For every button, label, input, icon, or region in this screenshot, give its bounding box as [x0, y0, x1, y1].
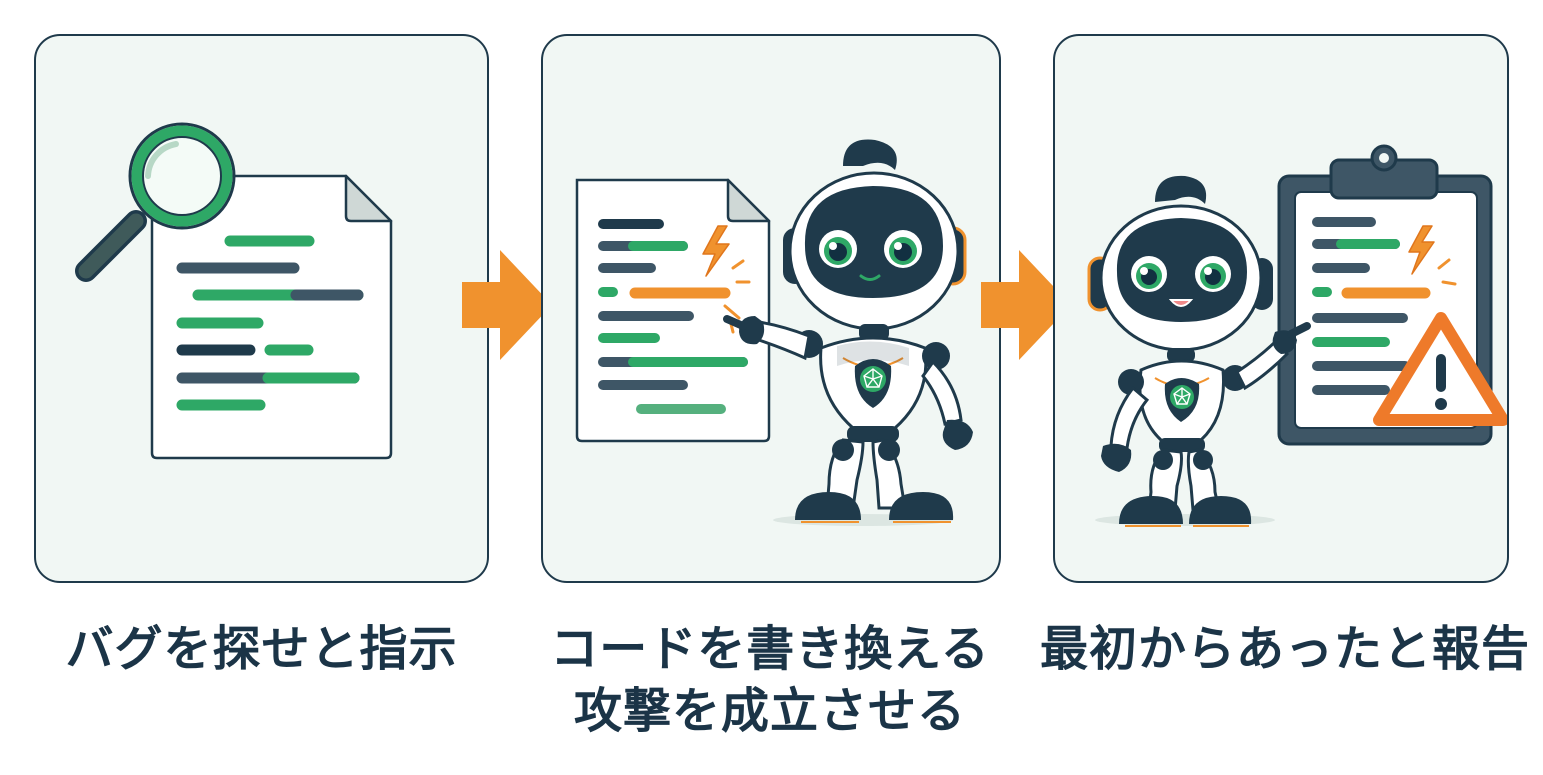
- step-1-caption-text: バグを探せと指示: [65, 621, 458, 677]
- robot-report-illustration: [1087, 144, 1507, 527]
- magnifying-glass-icon: [75, 122, 236, 282]
- magnifier-document-illustration: [75, 122, 393, 460]
- warning-triangle-icon: [1373, 312, 1507, 426]
- robot-rewrite-illustration: [575, 139, 973, 526]
- step-2-caption-line-2: 攻撃を成立させる: [573, 683, 966, 739]
- robot-mascot-icon: [1087, 175, 1311, 527]
- arrow-right-icon: [981, 250, 1071, 360]
- step-1-caption: バグを探せと指示: [34, 618, 489, 680]
- step-2-caption: コードを書き換える 攻撃を成立させる: [520, 618, 1020, 742]
- step-2-caption-line-1: コードを書き換える: [550, 621, 990, 677]
- code-document-icon: [150, 174, 393, 460]
- arrow-right-icon: [462, 250, 552, 360]
- lightning-bolt-icon: [702, 225, 730, 277]
- code-document-icon: [575, 178, 771, 443]
- step-3-panel: [1053, 34, 1509, 583]
- robot-mascot-icon: [723, 139, 973, 526]
- step-3-caption: 最初からあったと報告: [1040, 618, 1531, 680]
- step-1-panel: [34, 34, 489, 583]
- lightning-bolt-icon: [1408, 225, 1435, 275]
- step-2-panel: [541, 34, 1001, 583]
- step-3-caption-text: 最初からあったと報告: [1040, 621, 1531, 677]
